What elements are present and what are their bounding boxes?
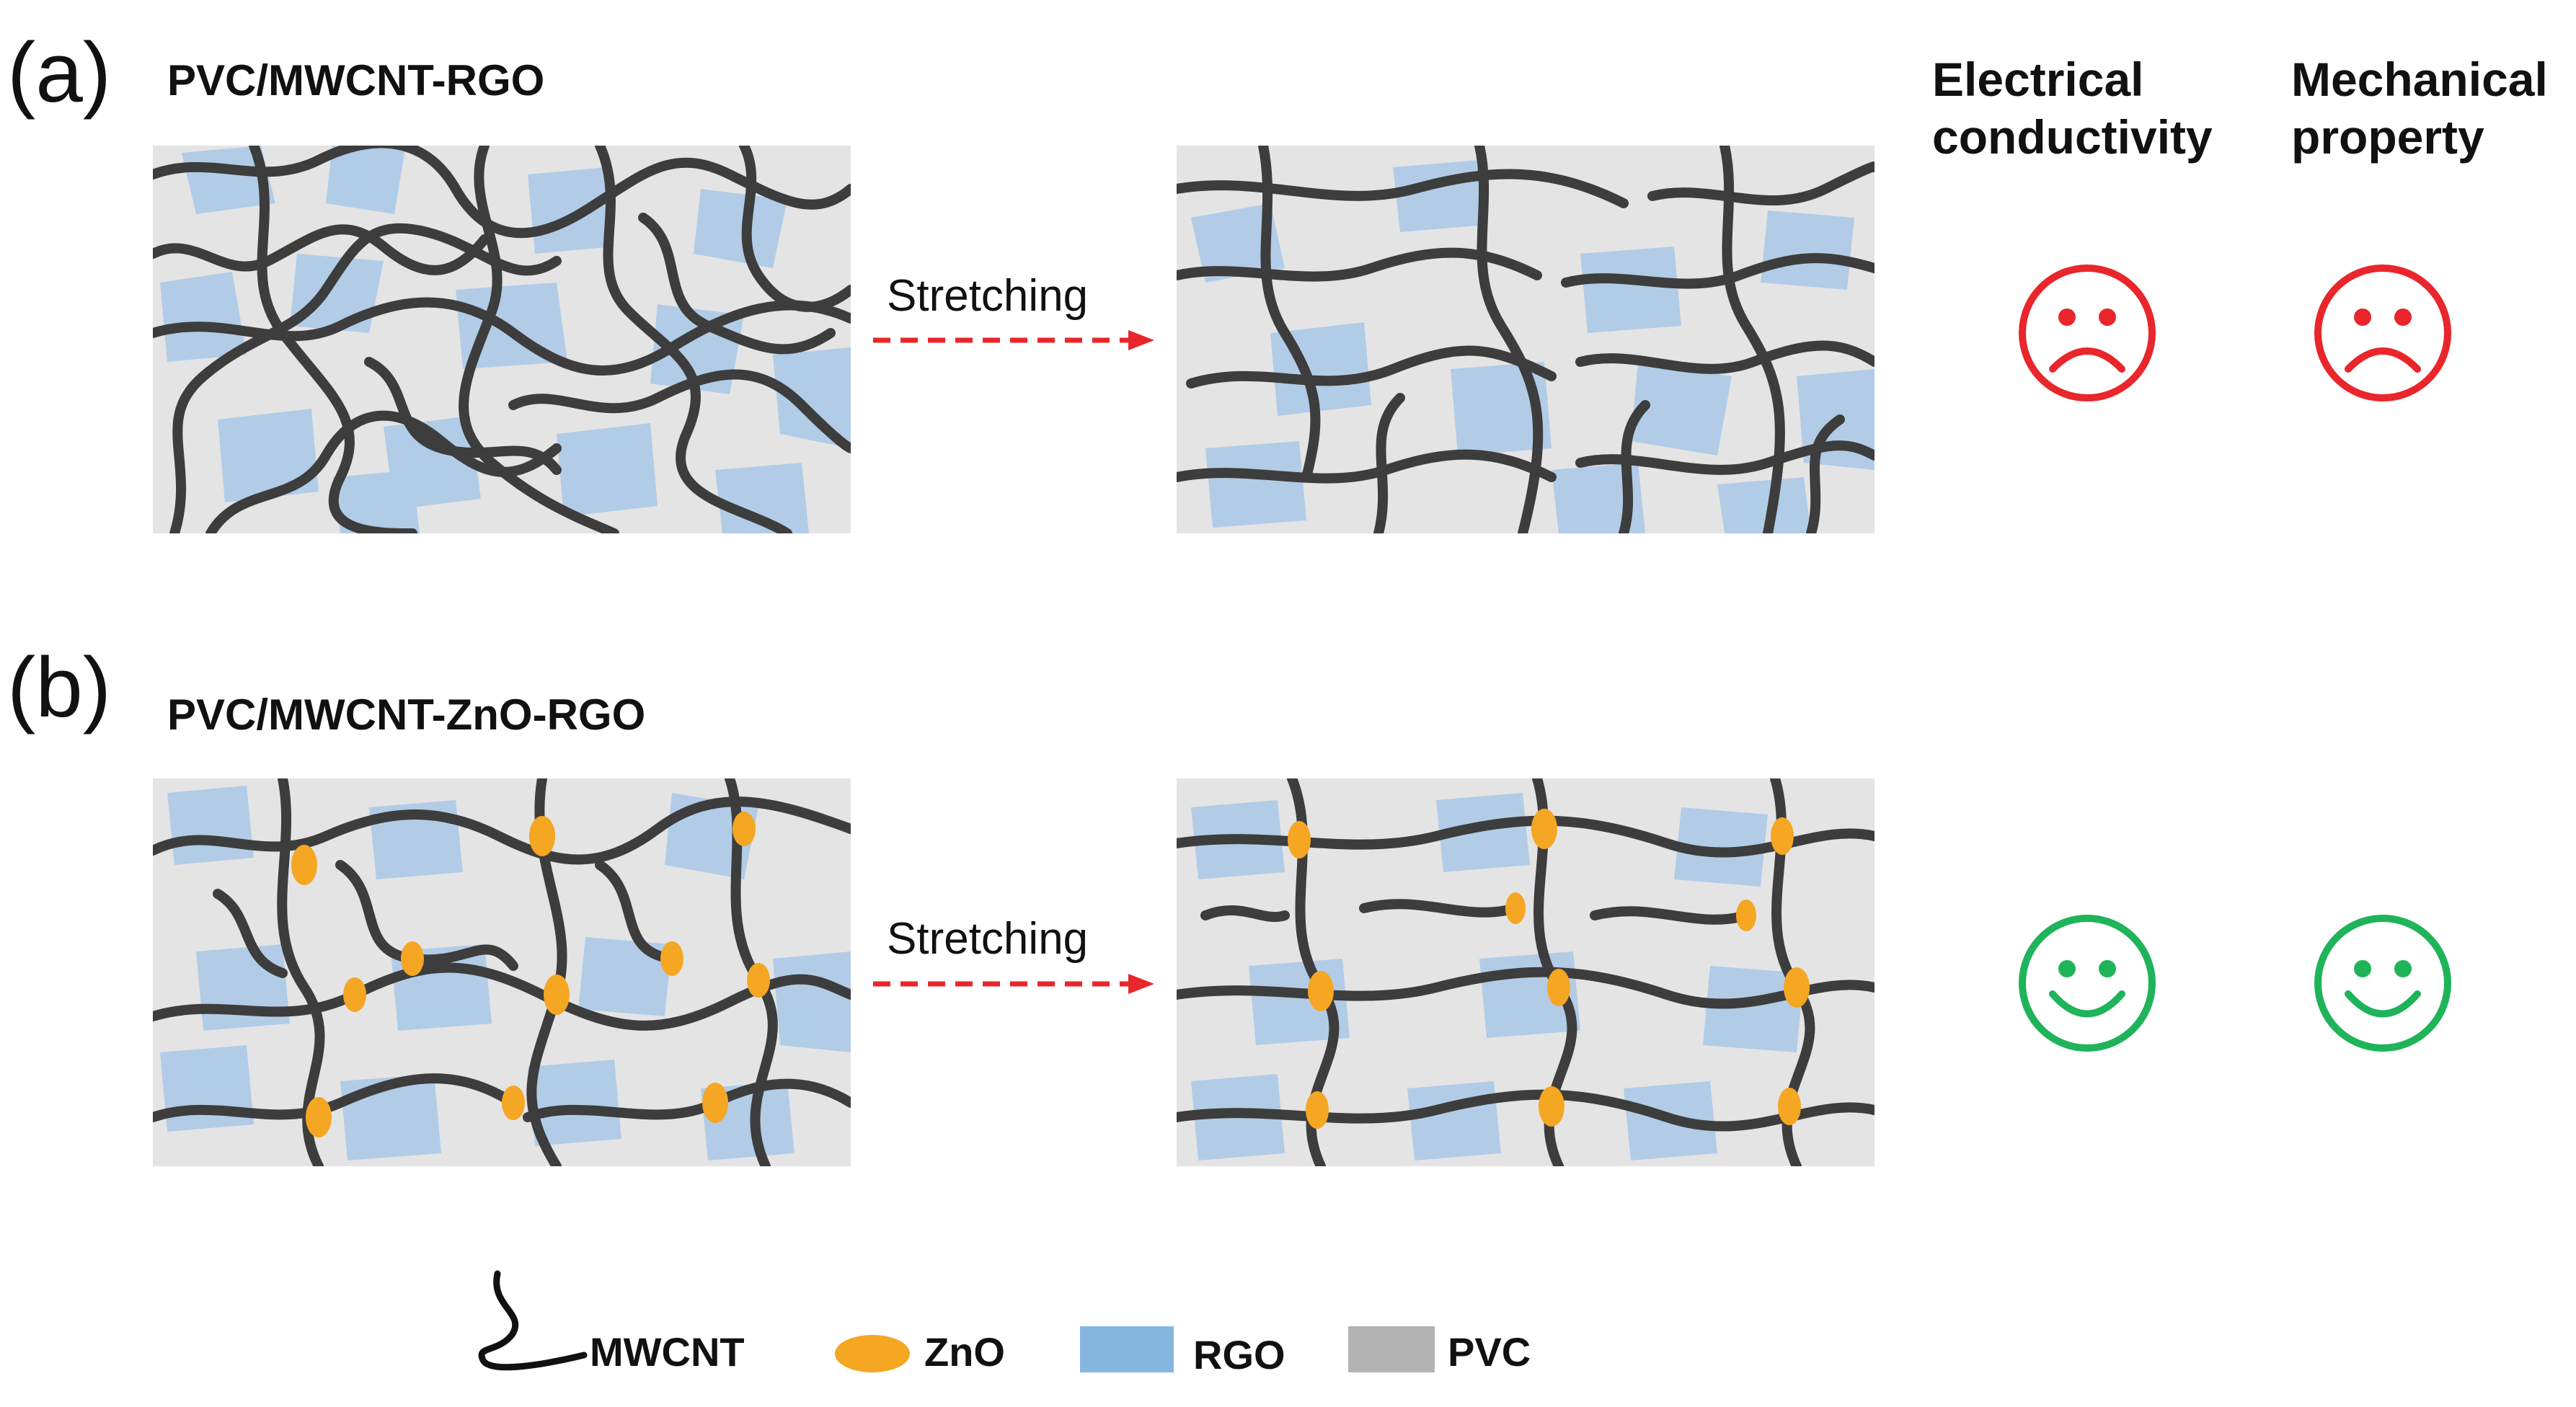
legend-label-pvc: PVC: [1448, 1329, 1531, 1375]
stretching-label-a: Stretching: [887, 271, 1089, 321]
panel-b-title: PVC/MWCNT-ZnO-RGO: [167, 691, 646, 739]
mwcnt-tubes: [1177, 146, 1875, 533]
zno-particles: [291, 812, 770, 1137]
panel-b-letter: (b): [7, 640, 112, 735]
stretching-label-b: Stretching: [887, 914, 1089, 964]
orange-ellipse-icon: [835, 1335, 910, 1372]
blue-sheet-icon: [1080, 1326, 1174, 1372]
sad-face-icon-electrical-a: [2019, 265, 2156, 401]
composite-b-stretched: [1177, 778, 1875, 1166]
composite-a-stretched: [1177, 146, 1875, 533]
electrical-conductivity-header: Electrical conductivity: [1932, 53, 2213, 164]
legend-label-rgo: RGO: [1193, 1332, 1285, 1377]
stretching-arrow-b: [873, 974, 1154, 994]
happy-face-icon-mechanical-b: [2314, 915, 2451, 1052]
sad-face-icon-mechanical-a: [2314, 265, 2451, 401]
tube-squiggle-icon: [478, 1270, 588, 1371]
zno-particles: [1288, 809, 1810, 1129]
rgo-sheets: [160, 146, 851, 533]
panel-a-title: PVC/MWCNT-RGO: [167, 56, 545, 105]
legend-label-zno: ZnO: [924, 1329, 1005, 1375]
panel-a-letter: (a): [7, 25, 112, 120]
happy-face-icon-electrical-b: [2019, 915, 2156, 1052]
mechanical-property-header: Mechanical property: [2291, 53, 2548, 164]
stretching-arrow-a: [873, 330, 1154, 350]
gray-block-icon: [1348, 1326, 1435, 1372]
composite-b-unstretched: [153, 778, 851, 1166]
legend-label-mwcnt: MWCNT: [590, 1329, 745, 1375]
composite-a-unstretched: [153, 146, 851, 533]
mwcnt-tubes: [153, 146, 851, 533]
